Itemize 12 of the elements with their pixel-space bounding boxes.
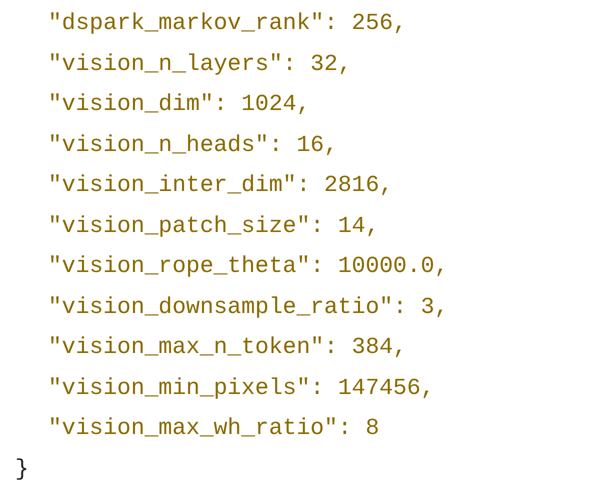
- code-line: "vision_rope_theta": 10000.0,: [48, 252, 448, 281]
- code-line: "dspark_markov_rank": 256,: [48, 9, 407, 38]
- code-line: "vision_min_pixels": 147456,: [48, 374, 434, 402]
- code-line: "vision_max_n_token": 384,: [48, 333, 407, 362]
- code-line: "vision_dim": 1024,: [48, 90, 310, 119]
- code-line: "vision_max_wh_ratio": 8: [48, 414, 380, 443]
- code-line: "vision_n_heads": 16,: [48, 130, 338, 160]
- code-line: "vision_inter_dim": 2816,: [48, 171, 394, 200]
- code-line: "vision_patch_size": 14,: [48, 212, 380, 240]
- code-line: "vision_downsample_ratio": 3,: [48, 292, 448, 322]
- code-line: "vision_n_layers": 32,: [48, 50, 352, 78]
- closing-brace: }: [15, 454, 29, 484]
